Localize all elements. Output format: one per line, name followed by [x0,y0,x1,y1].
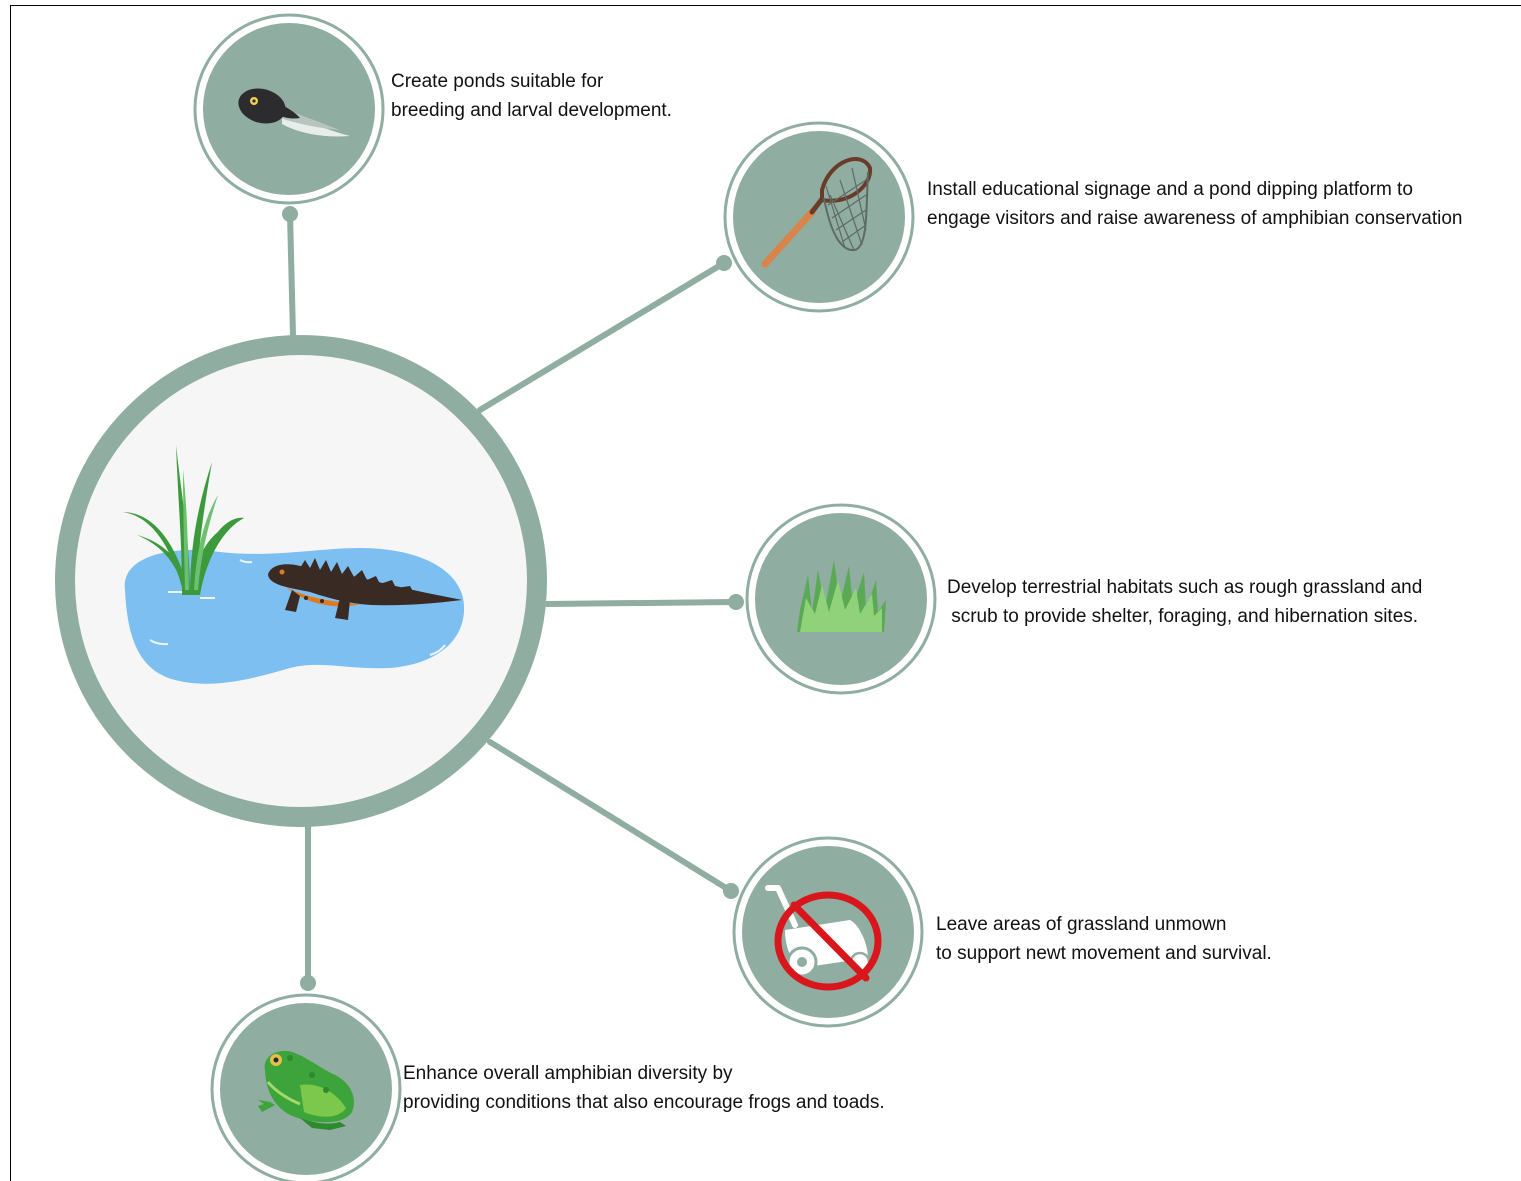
connector-unmown-dot [723,883,739,899]
caption-signage-line-2: engage visitors and raise awareness of a… [927,204,1462,233]
caption-signage-line-1: Install educational signage and a pond d… [927,175,1462,204]
caption-ponds-line-2: breeding and larval development. [391,96,672,125]
caption-amphibian: Enhance overall amphibian diversity by p… [403,1059,885,1117]
node-terrestrial [747,505,935,693]
connector-signage-dot [716,255,732,271]
caption-signage: Install educational signage and a pond d… [927,175,1462,233]
caption-amphibian-line-2: providing conditions that also encourage… [403,1088,885,1117]
caption-terrestrial-line-2: scrub to provide shelter, foraging, and … [947,602,1422,631]
caption-amphibian-line-1: Enhance overall amphibian diversity by [403,1059,885,1088]
node-amphibian [212,995,400,1181]
central-hub [65,345,537,817]
connector-amphibian-dot [300,975,316,991]
caption-terrestrial: Develop terrestrial habitats such as rou… [947,573,1422,631]
node-unmown [734,838,922,1026]
caption-unmown-line-1: Leave areas of grassland unmown [936,910,1272,939]
connector-terrestrial-dot [728,594,744,610]
connector-terrestrial [547,602,736,604]
connector-ponds-dot [282,206,298,222]
node-signage [725,123,913,311]
caption-ponds: Create ponds suitable for breeding and l… [391,67,672,125]
connector-unmown [490,742,731,891]
caption-terrestrial-line-1: Develop terrestrial habitats such as rou… [947,573,1422,602]
caption-unmown-line-2: to support newt movement and survival. [936,939,1272,968]
node-ponds [195,15,383,203]
caption-ponds-line-1: Create ponds suitable for [391,67,672,96]
connector-signage [480,263,724,410]
connector-ponds [290,214,293,335]
caption-unmown: Leave areas of grassland unmown to suppo… [936,910,1272,968]
